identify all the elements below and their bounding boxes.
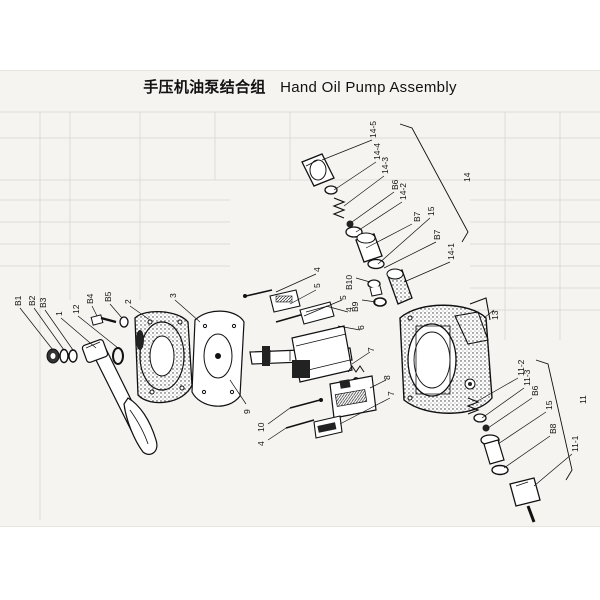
handle-nut-b1 (46, 348, 60, 364)
valve-plate-7-lower (313, 415, 343, 439)
callout-b4: B4 (85, 293, 95, 304)
callout-labels: B1 B2 B3 1 12 B4 B5 2 3 4 5 5 4 6 7 8 9 … (13, 121, 588, 452)
callout-1: 1 (54, 311, 64, 316)
body-15-lower (480, 434, 505, 465)
callout-9: 9 (242, 409, 252, 414)
callout-15-upper: 15 (426, 206, 436, 216)
callout-4-lower: 4 (256, 441, 266, 446)
callout-12: 12 (71, 304, 81, 314)
body-15-upper (355, 232, 383, 263)
callout-14-4: 14-4 (372, 143, 382, 160)
spring-11-2 (466, 397, 480, 415)
washer-b7-upper (367, 258, 385, 270)
valve-seat-14-1 (386, 268, 413, 305)
callout-5-upper: 5 (312, 283, 322, 288)
cap-nut-14-5 (301, 153, 335, 187)
plug-b10 (367, 279, 383, 297)
washer-14-4 (324, 185, 338, 195)
callout-13: 13 (490, 310, 500, 320)
bracket-11 (535, 359, 573, 481)
callout-b2: B2 (27, 295, 37, 306)
callout-b9: B9 (350, 301, 360, 312)
callout-14: 14 (462, 172, 472, 182)
front-cover-2 (134, 311, 193, 404)
callout-6: 6 (356, 325, 366, 330)
spring-14-3 (332, 197, 346, 219)
ghost-table (0, 111, 600, 520)
callout-b7-upper: B7 (412, 211, 422, 222)
bracket-14 (399, 123, 469, 243)
ball-b6-upper (346, 220, 354, 228)
gasket-3 (191, 310, 245, 407)
callout-14-5: 14-5 (368, 121, 378, 138)
valve-pin-4-lower (285, 419, 315, 429)
valve-plate-5-middle (299, 301, 335, 325)
callout-11-1: 11-1 (570, 435, 580, 452)
valve-body-8 (329, 375, 377, 419)
callout-7-lower: 7 (386, 391, 396, 396)
callout-10: 10 (256, 422, 266, 432)
callout-14-2: 14-2 (398, 183, 408, 200)
rotor-vane-6 (291, 325, 353, 383)
seat-14-2 (345, 226, 363, 238)
callout-14-1: 14-1 (446, 243, 456, 260)
plug-11-1 (509, 477, 541, 523)
callout-b6-lower: B6 (530, 385, 540, 396)
callout-11: 11 (578, 395, 588, 404)
washer-b5 (119, 316, 129, 328)
o-ring-12 (112, 347, 124, 365)
seat-11-3 (473, 413, 487, 423)
callout-2: 2 (123, 299, 133, 304)
valve-pin-10 (289, 398, 323, 409)
valve-pin-4-upper (243, 289, 273, 298)
callout-15-lower: 15 (544, 400, 554, 410)
callout-4-upper: 4 (312, 267, 322, 272)
callout-b6-upper: B6 (390, 179, 400, 190)
ball-b6-lower (482, 424, 490, 432)
diagram-title: 手压机油泵结合组 Hand Oil Pump Assembly (0, 76, 600, 97)
screw-b4 (90, 314, 117, 326)
title-english: Hand Oil Pump Assembly (280, 79, 457, 96)
washer-b2 (59, 348, 69, 364)
title-chinese: 手压机油泵结合组 (143, 78, 266, 96)
callout-b8: B8 (548, 423, 558, 434)
callout-b3: B3 (38, 297, 48, 308)
callout-b10: B10 (344, 275, 354, 290)
callout-b1: B1 (13, 295, 23, 306)
pump-body-13 (399, 297, 493, 414)
washer-b3 (68, 349, 78, 363)
valve-pin-4-middle (275, 313, 305, 323)
callout-14-3: 14-3 (380, 157, 390, 174)
callout-7-middle: 7 (366, 347, 376, 352)
callout-b7-lower: B7 (432, 229, 442, 240)
callout-8: 8 (382, 375, 392, 380)
callout-11-2: 11-2 (516, 359, 526, 376)
callout-b5: B5 (103, 291, 113, 302)
callout-3: 3 (168, 293, 178, 298)
valve-plate-5-upper (269, 289, 301, 313)
callout-4-middle: 4 (344, 307, 354, 312)
pump-handle (81, 339, 158, 455)
leader-lines (19, 139, 573, 487)
callout-5-middle: 5 (338, 295, 348, 300)
callout-11-3: 11-3 (522, 369, 532, 386)
